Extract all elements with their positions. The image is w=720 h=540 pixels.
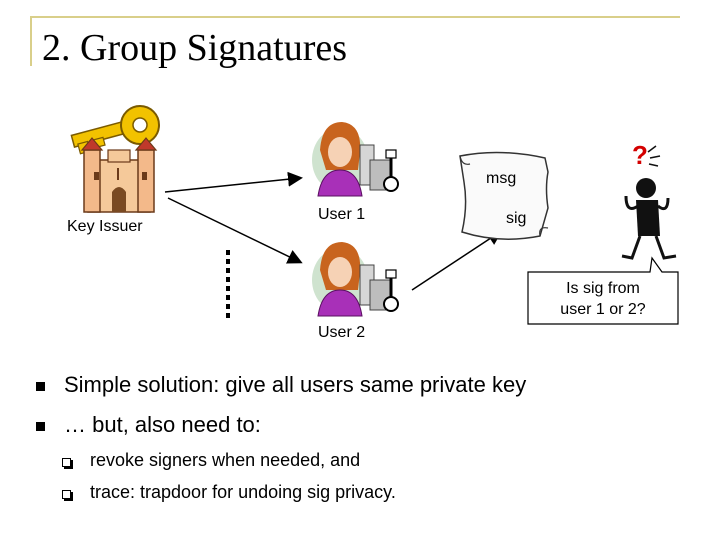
- user2-key-icon: [383, 269, 399, 312]
- speech-bubble: [527, 256, 679, 325]
- slide-frame-top: [30, 16, 680, 18]
- bullet-marker: [36, 422, 45, 431]
- question-text: Is sig from user 1 or 2?: [532, 278, 674, 320]
- sub-bullet-marker: [62, 490, 73, 501]
- user1-label: User 1: [318, 206, 366, 223]
- sub-bullet-marker: [62, 458, 73, 469]
- bullet-item: … but, also need to:: [64, 412, 261, 437]
- sub-bullet-item: revoke signers when needed, and: [90, 450, 361, 470]
- question-line-1: Is sig from: [566, 280, 640, 297]
- master-key-icon: [70, 105, 160, 155]
- user2-label: User 2: [318, 324, 366, 341]
- sig-label: sig: [506, 210, 527, 227]
- question-mark-icon: ?: [632, 140, 648, 170]
- user1-icon: [312, 122, 391, 197]
- user2-icon: [312, 242, 391, 317]
- key-issuer-label: Key Issuer: [67, 218, 143, 235]
- castle-icon: [80, 137, 158, 213]
- slide-frame-left: [30, 16, 32, 66]
- bullet-item: Simple solution: give all users same pri…: [64, 372, 527, 397]
- msg-label: msg: [486, 170, 517, 187]
- question-line-2: user 1 or 2?: [560, 301, 646, 318]
- slide-title: 2. Group Signatures: [42, 27, 348, 69]
- sub-bullet-item: trace: trapdoor for undoing sig privacy.: [90, 482, 396, 502]
- message-scroll-icon: [459, 151, 549, 240]
- confused-person-icon: [621, 145, 677, 260]
- bullet-marker: [36, 382, 45, 391]
- user1-key-icon: [383, 149, 399, 192]
